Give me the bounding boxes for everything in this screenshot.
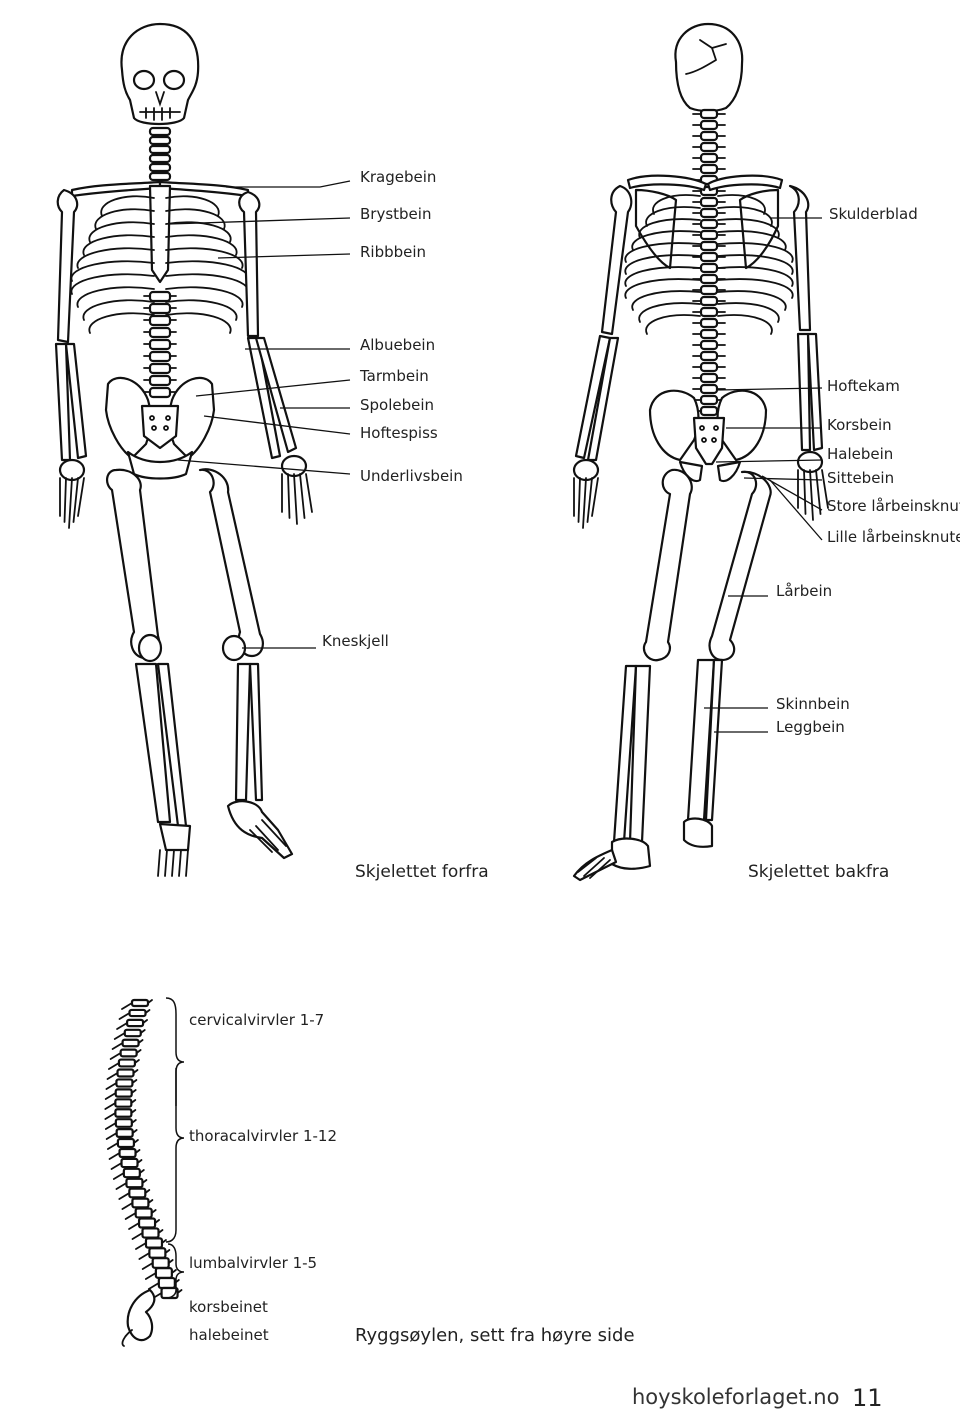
label-larbein: Lårbein: [776, 582, 832, 600]
label-lumbalvirvler: lumbalvirvler 1-5: [189, 1254, 317, 1272]
caption-spine: Ryggsøylen, sett fra høyre side: [355, 1325, 635, 1346]
spine-side-view: [104, 998, 183, 1347]
label-ribbbein: Ribbbein: [360, 243, 426, 261]
label-hoftespiss: Hoftespiss: [360, 424, 438, 442]
label-underlivsbein: Underlivsbein: [360, 467, 463, 485]
footer-site: hoyskoleforlaget.no: [632, 1385, 839, 1409]
label-kragebein: Kragebein: [360, 168, 436, 186]
label-albuebein: Albuebein: [360, 336, 435, 354]
spine-labels: cervicalvirvler 1-7 thoracalvirvler 1-12…: [189, 1011, 635, 1346]
label-korsbein: Korsbein: [827, 416, 892, 434]
label-lille-larbeinsknute: Lille lårbeinsknute: [827, 528, 960, 546]
label-spolebein: Spolebein: [360, 396, 434, 414]
page-number: 11: [852, 1384, 883, 1412]
caption-front: Skjelettet forfra: [355, 862, 489, 882]
front-labels: Kragebein Brystbein Ribbbein Albuebein T…: [322, 168, 489, 882]
spine-braces: [165, 997, 185, 1299]
front-skeleton: [54, 22, 313, 877]
label-halebein: Halebein: [827, 445, 893, 463]
label-halebeinet: halebeinet: [189, 1326, 269, 1344]
label-sittebein: Sittebein: [827, 469, 894, 487]
label-hoftekam: Hoftekam: [827, 377, 900, 395]
label-skinnbein: Skinnbein: [776, 695, 850, 713]
page-footer: hoyskoleforlaget.no 11: [632, 1384, 883, 1412]
label-store-larbeinsknute: Store lårbeinsknute: [827, 497, 960, 515]
label-cervicalvirvler: cervicalvirvler 1-7: [189, 1011, 324, 1029]
label-skulderblad: Skulderblad: [829, 205, 918, 223]
label-leggbein: Leggbein: [776, 718, 845, 736]
back-skeleton: [572, 22, 829, 882]
label-tarmbein: Tarmbein: [359, 367, 429, 385]
label-kneskjell: Kneskjell: [322, 632, 389, 650]
label-brystbein: Brystbein: [360, 205, 431, 223]
caption-back: Skjelettet bakfra: [748, 862, 889, 882]
leader-lines: [169, 180, 823, 733]
label-korsbeinet: korsbeinet: [189, 1298, 268, 1316]
label-thoracalvirvler: thoracalvirvler 1-12: [189, 1127, 337, 1145]
back-labels: Skulderblad Hoftekam Korsbein Halebein S…: [748, 205, 960, 882]
